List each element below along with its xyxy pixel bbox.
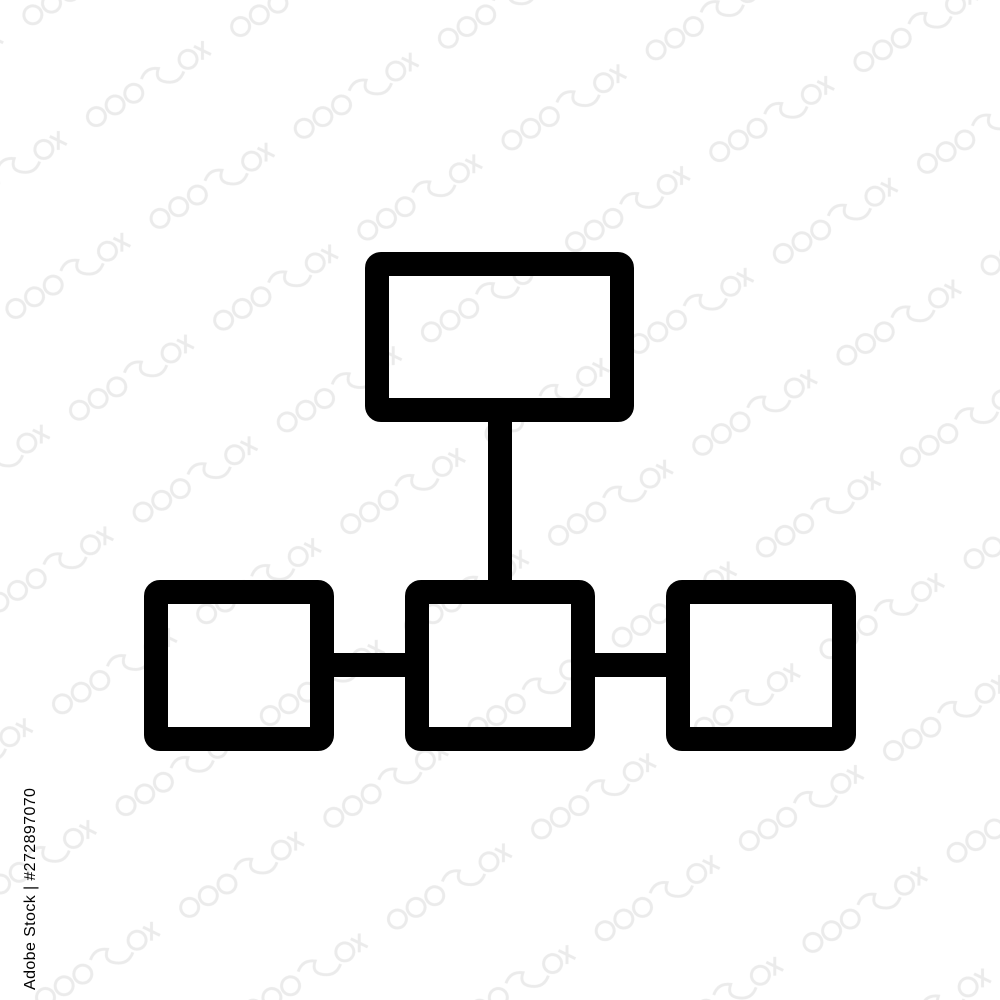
top-node-box (365, 252, 634, 422)
stock-image-id-label: Adobe Stock | #272897070 (22, 787, 39, 990)
left-node-box (144, 580, 334, 751)
right-node-box (666, 580, 856, 751)
center-node-box (405, 580, 595, 751)
